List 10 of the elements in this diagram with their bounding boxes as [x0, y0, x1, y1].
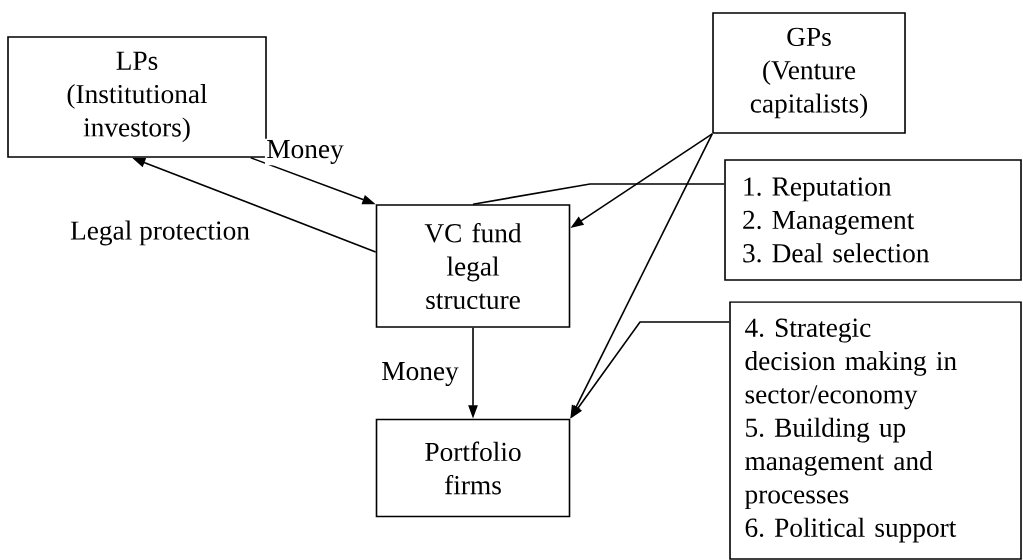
edge-label: Money [379, 360, 461, 388]
edge-label: Legal protection [68, 219, 252, 247]
edge-label: Money [264, 138, 346, 166]
text-box: Portfolio firms [375, 418, 571, 518]
text-box: 4. Strategic decision making in sector/economy 5. Building up management and processes 6. Political support [729, 301, 1022, 560]
text-box: VC fund legal structure [375, 204, 571, 328]
text-box: 1. Reputation 2. Management 3. Deal selection [724, 159, 1022, 281]
text-box: LPs (Institutional investors) [7, 36, 267, 158]
connector-line [472, 183, 725, 205]
text-box: GPs (Venture capitalists) [712, 12, 906, 134]
